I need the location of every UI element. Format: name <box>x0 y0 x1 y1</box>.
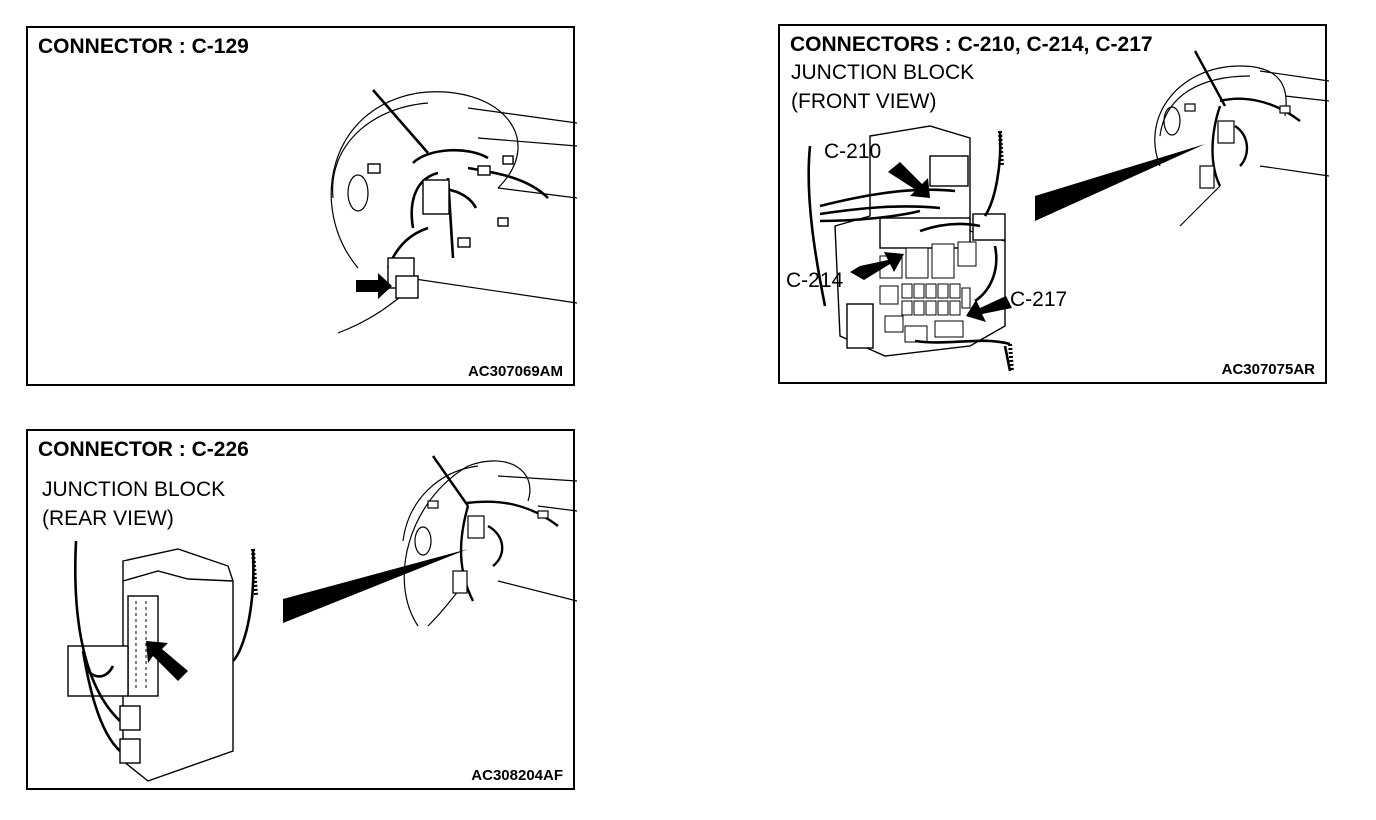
panel-title: CONNECTOR : C-226 <box>38 438 249 461</box>
arrow-c214 <box>850 252 904 280</box>
arrow-c210 <box>888 162 930 198</box>
pointer-arrow <box>356 273 392 299</box>
junction-block-front-illustration <box>807 50 1330 372</box>
figure-code: AC308204AF <box>471 767 563 784</box>
dashboard-harness-illustration <box>330 89 578 334</box>
panel-title: CONNECTOR : C-129 <box>38 35 249 58</box>
callout-c217: C-217 <box>1010 288 1068 311</box>
subtitle-line2: (FRONT VIEW) <box>791 90 937 113</box>
subtitle-line1: JUNCTION BLOCK <box>42 478 226 501</box>
pointer-arrow <box>146 641 188 681</box>
subtitle-line1: JUNCTION BLOCK <box>791 61 975 84</box>
panel-connector-c226: CONNECTOR : C-226 JUNCTION BLOCK (REAR V… <box>26 429 578 790</box>
callout-c214: C-214 <box>786 269 844 292</box>
figure-code: AC307075AR <box>1221 361 1315 378</box>
arrow-c217 <box>966 296 1012 322</box>
junction-block-rear-illustration <box>67 455 578 782</box>
panel-connectors-c210-c214-c217: CONNECTORS : C-210, C-214, C-217 JUNCTIO… <box>778 24 1330 384</box>
callout-c210: C-210 <box>824 140 882 163</box>
subtitle-line2: (REAR VIEW) <box>42 507 174 530</box>
panel-connector-c129: CONNECTOR : C-129 <box>26 26 578 386</box>
panel-title: CONNECTORS : C-210, C-214, C-217 <box>790 33 1153 56</box>
figure-code: AC307069AM <box>467 363 563 380</box>
